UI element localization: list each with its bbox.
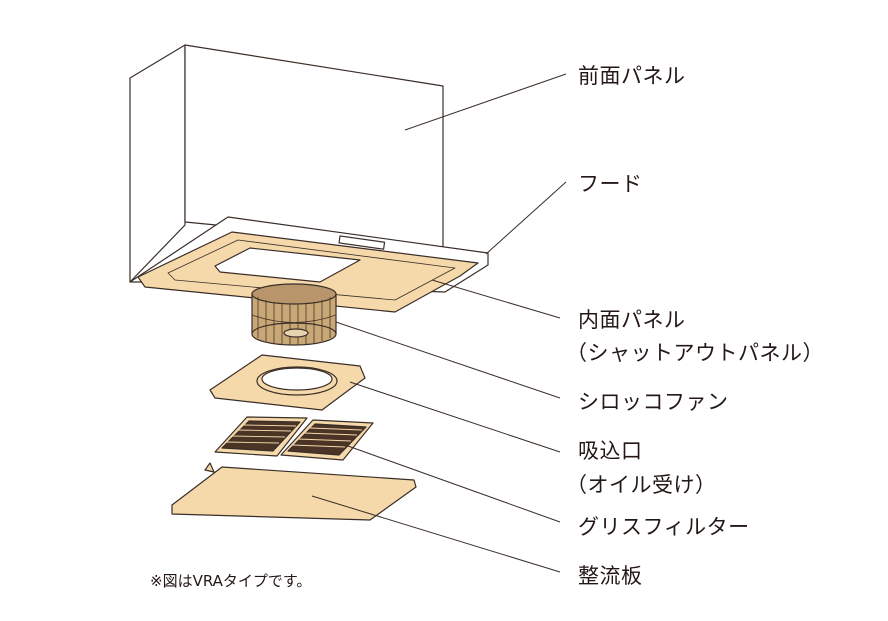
label-intake: 吸込口 bbox=[578, 439, 643, 463]
leader-lines bbox=[311, 73, 567, 573]
label-grease-filter: グリスフィルター bbox=[578, 515, 750, 539]
label-baffle: 整流板 bbox=[578, 564, 643, 588]
intake-plate bbox=[209, 354, 366, 411]
label-hood: フード bbox=[578, 172, 643, 196]
baffle-plate bbox=[171, 462, 417, 521]
label-intake-sub: （オイル受け） bbox=[566, 473, 717, 497]
note-text: ※図はVRAタイプです。 bbox=[150, 572, 312, 590]
sirocco-fan bbox=[251, 283, 337, 346]
label-inner-panel: 内面パネル bbox=[578, 308, 686, 332]
label-front-panel: 前面パネル bbox=[578, 64, 686, 88]
label-sirocco-fan: シロッコファン bbox=[578, 390, 729, 414]
grease-filters bbox=[214, 416, 374, 461]
label-inner-panel-sub: （シャットアウトパネル） bbox=[566, 341, 824, 365]
inner-panel bbox=[137, 231, 479, 313]
